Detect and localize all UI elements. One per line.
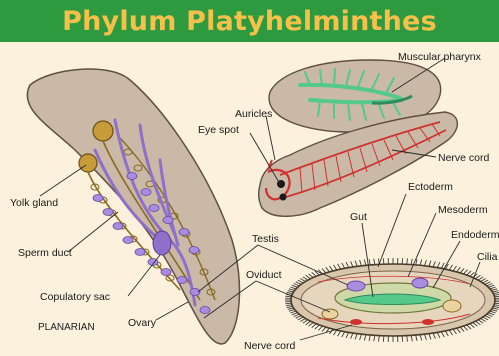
cilium	[467, 325, 471, 329]
label-sperm-duct: Sperm duct	[18, 247, 72, 259]
testis-section	[347, 281, 365, 291]
testis-section	[412, 278, 428, 288]
leader-auricles	[266, 116, 275, 160]
copulatory-sac	[153, 231, 171, 255]
label-muscular-pharynx: Muscular pharynx	[398, 51, 482, 63]
leader-ovary	[156, 302, 188, 320]
cilium	[411, 335, 412, 341]
cilium	[402, 336, 403, 342]
label-endoderm: Endoderm	[451, 229, 499, 241]
cilium	[383, 336, 384, 342]
label-nerve-cord-bottom: Nerve cord	[244, 340, 296, 352]
cilium	[464, 326, 468, 330]
leader-ectoderm	[378, 194, 406, 267]
label-ovary: Ovary	[128, 317, 157, 329]
cilium	[315, 325, 319, 329]
label-planarian: PLANARIAN	[38, 322, 95, 333]
cilium	[369, 335, 370, 341]
cilium	[407, 336, 408, 342]
label-cilia: Cilia	[477, 251, 498, 263]
cilium	[411, 259, 412, 265]
yolk-gland-sphere	[93, 121, 113, 141]
leader-sperm-duct	[68, 212, 118, 252]
cilium	[374, 259, 375, 265]
cilium	[383, 258, 384, 264]
cilium	[285, 296, 291, 297]
label-auricles: Auricles	[235, 108, 272, 120]
label-yolk-gland: Yolk gland	[10, 197, 58, 209]
label-gut: Gut	[350, 211, 367, 223]
label-eye-spot: Eye spot	[198, 124, 239, 136]
eye-spot	[280, 194, 287, 201]
oviduct-section	[443, 300, 461, 312]
cilium	[369, 259, 370, 265]
cilium	[318, 326, 322, 330]
cilium	[467, 271, 471, 275]
label-ectoderm: Ectoderm	[408, 181, 453, 193]
cilium	[285, 303, 291, 304]
label-oviduct: Oviduct	[246, 269, 282, 281]
cilium	[464, 270, 468, 274]
cilium	[379, 336, 380, 342]
label-testis: Testis	[252, 233, 279, 245]
cilium	[374, 335, 375, 341]
cilium	[416, 335, 417, 341]
label-nerve-cord-top: Nerve cord	[438, 152, 490, 164]
label-copulatory-sac: Copulatory sac	[40, 291, 110, 303]
yolk-gland-sphere	[79, 154, 97, 172]
cilium	[402, 258, 403, 264]
cross-section	[285, 258, 499, 342]
label-mesoderm: Mesoderm	[438, 204, 488, 216]
cilium	[407, 258, 408, 264]
leader-copulatory-sac	[128, 255, 160, 296]
oviduct-section	[322, 309, 338, 319]
leader-yolk-gland	[40, 165, 86, 196]
